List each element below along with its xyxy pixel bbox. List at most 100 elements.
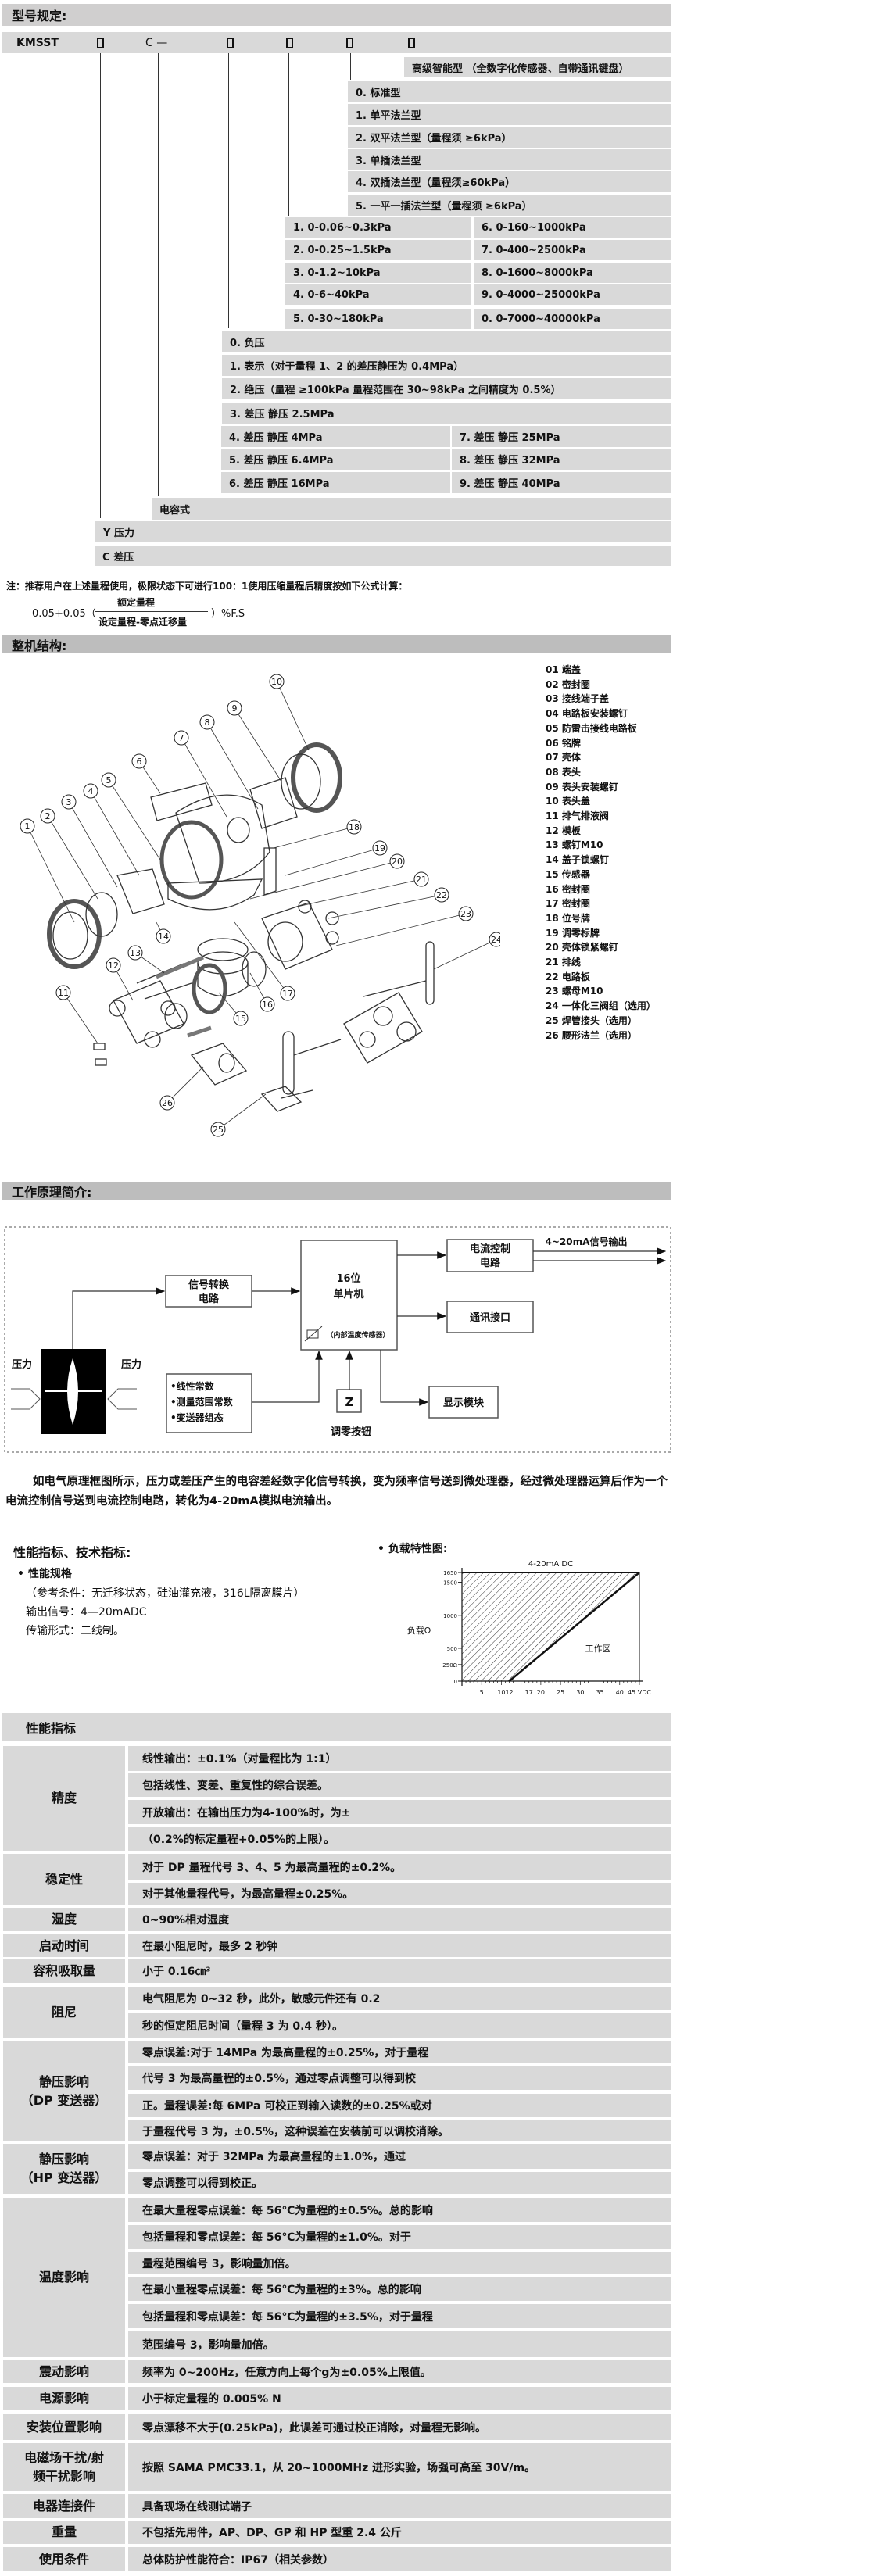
callout-leader-line [273,826,355,849]
callout-leader-line [47,815,98,900]
spec-row-label: 湿度 [3,1908,125,1931]
spec-row-value: 范围编号 3，影响量加倍。 [128,2331,671,2357]
formula-prefix: 0.05+0.05（ [32,608,96,620]
model-option-range: 3. 0-1.2~10kPa [285,263,471,283]
callout-number: 20 [392,857,403,867]
signal-converter-box [165,1275,252,1308]
chart-x-tick-label: 17 [525,1689,533,1696]
model-option-range: 5. 0-30~180kPa [285,309,471,329]
chart-x-tick-label: 10 [497,1689,505,1696]
parts-legend-item: 14 盖子锁螺钉 [546,854,609,866]
parts-legend-item: 24 一体化三阀组（选用） [546,1000,656,1012]
callout-number: 22 [436,890,447,900]
parts-legend-item: 04 电路板安装螺钉 [546,708,628,720]
model-option-pressure: 0. 负压 [222,331,671,352]
parts-legend-item: 03 接线端子盖 [546,693,609,705]
spec-row-value: 零点漂移不大于(0.25kPa)，此误差可通过校正消除，对量程无影响。 [128,2414,671,2440]
callout-leader-line [234,921,288,994]
tree-connector-line [350,53,351,80]
spec-row-value: 量程范围编号 3，影响量加倍。 [128,2252,671,2274]
param-item: •测量范围常数 [170,1396,234,1408]
parts-legend-item: 19 调零标牌 [546,927,600,939]
display-module-box [428,1386,499,1419]
spec-row-value: 在最小阻尼时，最多 2 秒钟 [128,1934,671,1957]
callout-circle [372,840,388,856]
callout-number: 14 [158,932,169,942]
parts-legend-item: 01 端盖 [546,664,581,675]
spec-row-value: 小于 0.16㎝³ [128,1959,671,1983]
callout-number: 1 [25,821,30,832]
parts-legend-item: 17 密封圈 [546,898,590,910]
callout-number: 6 [137,757,142,767]
spec-row-label: 电器连接件 [3,2494,125,2518]
spec-row-value: 0~90%相对湿度 [128,1908,671,1931]
formula-suffix: ）%F.S [211,608,245,620]
spec-row-label: 容积吸取量 [3,1959,125,1983]
parts-legend-item: 16 密封圈 [546,883,590,895]
spec-row-value: 总体防护性能符合：IP67（相关参数） [128,2547,671,2571]
spec-row-value: 具备现场在线测试端子 [128,2494,671,2518]
spec-row-value: 包括量程和零点误差：每 56℃为量程的±3.5%，对于量程 [128,2304,671,2328]
structure-section-title: 整机结构: [2,635,671,653]
callout-circle [346,819,362,835]
spec-row-value: 开放输出：在输出压力为4-100%时，为± [128,1800,671,1824]
callout-circle [269,674,285,689]
pressure-arrow-right-icon [107,1388,137,1410]
parts-legend-item: 05 防雷击接线电路板 [546,722,637,734]
spec-row-value: 零点调整可以得到校正。 [128,2172,671,2194]
model-option-diff-pressure-type: C 差压 [95,546,671,566]
callout-number: 2 [45,811,51,821]
callout-circle [489,932,500,947]
spec-row-label: 稳定性 [3,1854,125,1905]
comm-interface-label: 通讯接口 [470,1311,510,1324]
specs-output-signal: 输出信号：4—20mADC [26,1606,147,1619]
formula-numerator: 额定量程 [117,597,156,608]
diagram-dashed-frame [4,1226,671,1453]
callout-number: 4 [88,786,94,796]
callout-circle [131,753,147,769]
chart-boundary-line [508,1572,640,1682]
current-control-label-1: 电流控制 [470,1243,510,1255]
spec-row-label: 震动影响 [3,2360,125,2383]
spec-row-value: 在最小量程零点误差：每 56℃为量程的±3%。总的影响 [128,2277,671,2301]
current-control-box [446,1239,534,1272]
spec-row-value: 包括量程和零点误差：每 56℃为量程的±1.0%。对于 [128,2225,671,2249]
zero-key-label: Z [345,1395,354,1409]
chart-x-tick-label: 25 [557,1689,564,1696]
callout-leader-line [27,825,75,923]
current-control-label-2: 电路 [480,1257,501,1269]
model-option-smart: 高级智能型 （全数字化传感器、自带通讯键盘） [404,57,671,77]
parts-legend-item: 22 电路板 [546,971,590,982]
callout-number: 15 [235,1014,246,1024]
model-option-pressure: 9. 差压 静压 40MPa [452,472,671,493]
spec-row-label: 使用条件 [3,2547,125,2571]
parts-legend-item: 13 螺钉M10 [546,839,603,851]
callout-number: 10 [271,677,282,687]
callout-circle [413,871,429,887]
spec-row-label: 重量 [3,2521,125,2544]
chart-y-tick-label: 1000 [443,1613,457,1619]
parts-legend-item: 21 排线 [546,957,581,968]
callout-circle [83,783,98,799]
tree-connector-line [158,53,159,496]
pressure-label-left: 压力 [12,1358,32,1371]
callout-circle [20,818,35,834]
spec-row-label: 电磁场干扰/射 频干扰影响 [3,2443,125,2491]
callout-number: 19 [374,843,385,853]
model-option-pressure: 3. 差压 静压 2.5MPa [222,402,671,424]
spec-row-value: 于量程代号 3 为，±0.5%，这种误差在安装前可以调校消除。 [128,2120,671,2141]
model-option-pressure: 2. 绝压（量程 ≥100kPa 量程范围在 30~98kPa 之间精度为 0.… [222,378,671,399]
callout-circle [61,794,77,810]
chart-y-tick-label: 1650 [443,1570,457,1576]
spec-row-label: 阻尼 [3,1987,125,2038]
parts-legend-item: 08 表头 [546,766,581,778]
specs-reference-conditions: （参考条件：无迁移状态，硅油灌充液，316L隔离膜片） [26,1587,305,1600]
model-option-pressure: 4. 差压 静压 4MPa [221,426,450,447]
model-option-pressure: 6. 差压 静压 16MPa [221,472,450,493]
model-section-title: 型号规定: [2,4,671,26]
chart-region-label: 工作区 [585,1644,611,1654]
callout-number: 21 [416,875,427,885]
parts-legend-item: 26 腰形法兰（选用） [546,1029,637,1041]
callout-number: 16 [262,1000,273,1010]
